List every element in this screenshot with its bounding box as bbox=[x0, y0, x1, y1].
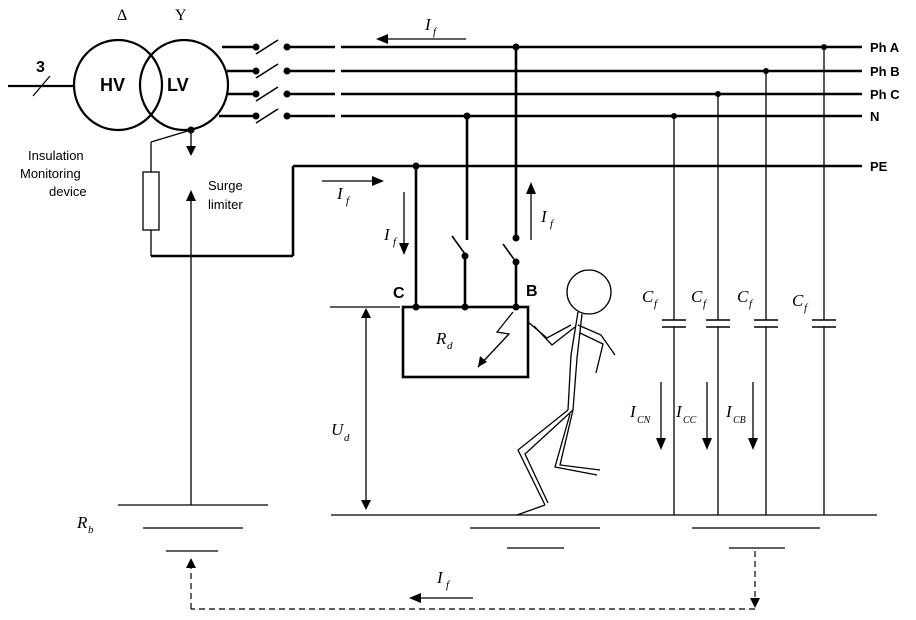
leakage-capacitors: C f C f C f C f bbox=[642, 44, 836, 515]
if-symbol-c: I bbox=[383, 225, 391, 244]
wye-symbol: Y bbox=[175, 7, 187, 24]
cf-subscript-3: f bbox=[749, 298, 754, 310]
if-subscript-b: f bbox=[550, 218, 555, 230]
touch-voltage: U d bbox=[330, 306, 400, 510]
if-symbol-b: I bbox=[540, 207, 548, 226]
rd-symbol: R bbox=[435, 329, 447, 348]
imd-label-2: Monitoring bbox=[20, 166, 81, 181]
surge-label-2: limiter bbox=[208, 197, 243, 212]
phase-count: 3 bbox=[36, 59, 45, 76]
if-subscript-c: f bbox=[393, 236, 398, 248]
node-b-label: B bbox=[526, 283, 538, 300]
fault-current-arrows: I f I f I f I f I f bbox=[322, 15, 555, 603]
imd-label-3: device bbox=[49, 184, 87, 199]
cf-symbol-4: C bbox=[792, 291, 804, 310]
if-symbol-pe: I bbox=[336, 184, 344, 203]
three-phase-slash bbox=[32, 75, 51, 97]
if-subscript-top: f bbox=[433, 26, 438, 38]
label-ph-c: Ph C bbox=[870, 87, 900, 102]
icb-subscript: CB bbox=[733, 415, 746, 426]
delta-symbol: Δ bbox=[117, 7, 127, 24]
label-neutral: N bbox=[870, 109, 879, 124]
if-symbol-top: I bbox=[424, 15, 432, 34]
neutral-earthing-devices: Insulation Monitoring device Surge limit… bbox=[20, 126, 295, 505]
label-ph-b: Ph B bbox=[870, 64, 900, 79]
capacitive-currents: I CN I CC I CB bbox=[629, 382, 758, 450]
hv-label: HV bbox=[100, 75, 125, 95]
source-earth-electrode: R b bbox=[76, 504, 268, 552]
icc-subscript: CC bbox=[683, 415, 697, 426]
person-figure bbox=[516, 269, 616, 516]
if-subscript-bottom: f bbox=[446, 579, 451, 591]
icn-subscript: CN bbox=[637, 415, 652, 426]
cf-subscript-1: f bbox=[654, 298, 659, 310]
cf-subscript-2: f bbox=[703, 298, 708, 310]
cf-symbol-1: C bbox=[642, 287, 654, 306]
lv-label: LV bbox=[167, 75, 189, 95]
ground bbox=[331, 514, 877, 549]
node-c-label: C bbox=[393, 285, 405, 302]
label-pe: PE bbox=[870, 159, 888, 174]
rb-subscript: b bbox=[88, 524, 94, 536]
if-symbol-bottom: I bbox=[436, 568, 444, 587]
icb-symbol: I bbox=[725, 402, 733, 421]
busbars: Ph A Ph B Ph C N PE bbox=[219, 39, 900, 174]
label-ph-a: Ph A bbox=[870, 40, 900, 55]
rb-symbol: R bbox=[76, 513, 88, 532]
ud-symbol: U bbox=[331, 420, 345, 439]
lv-winding bbox=[138, 38, 230, 132]
transformer: Δ Y HV LV 3 bbox=[8, 7, 230, 132]
icc-symbol: I bbox=[675, 402, 683, 421]
surge-label-1: Surge bbox=[208, 178, 243, 193]
earth-return-path bbox=[186, 551, 760, 610]
cf-symbol-3: C bbox=[737, 287, 749, 306]
cf-symbol-2: C bbox=[691, 287, 703, 306]
cf-subscript-4: f bbox=[804, 302, 809, 314]
icn-symbol: I bbox=[629, 402, 637, 421]
ud-subscript: d bbox=[344, 432, 350, 444]
faulty-equipment: C B R d bbox=[393, 43, 538, 379]
if-subscript-pe: f bbox=[346, 195, 351, 207]
imd-resistor bbox=[142, 171, 160, 231]
main-switches bbox=[252, 39, 291, 124]
rd-subscript: d bbox=[447, 340, 453, 352]
equipment-enclosure bbox=[401, 305, 530, 379]
imd-label-1: Insulation bbox=[28, 148, 84, 163]
